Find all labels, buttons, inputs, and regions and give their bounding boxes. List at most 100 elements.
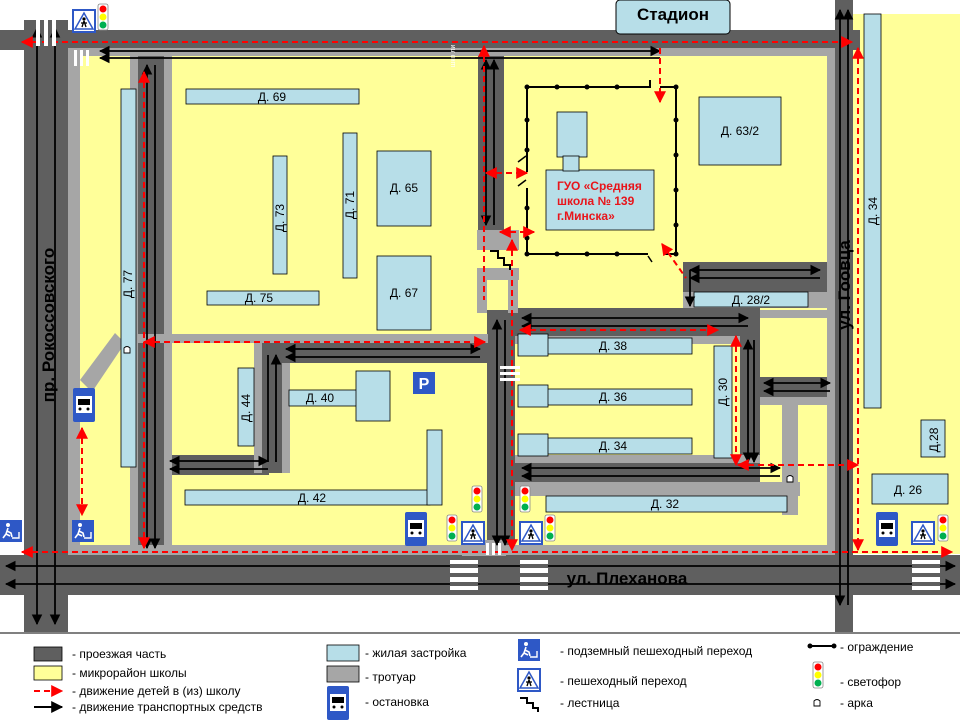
crosswalk-markings [36, 20, 940, 590]
legend-swatch-sidewalk [326, 665, 360, 683]
label-building-28-2: Д. 28/2 [732, 293, 770, 307]
arch-icon [813, 699, 821, 707]
label-building-67: Д. 67 [390, 286, 418, 300]
arch-icon [123, 346, 131, 354]
crosswalk-zebra [520, 560, 548, 590]
traffic-flow [4, 8, 957, 626]
street-gorovtsa-label: ул. Гоовца [835, 240, 854, 330]
stadium-label: Стадион [637, 5, 709, 24]
label-building-42: Д. 42 [298, 491, 326, 505]
legend-traffic-light: - светофор [840, 675, 901, 689]
label-building-28: Д.28 [927, 427, 941, 452]
crosswalk-zebra [912, 560, 940, 590]
crosswalk-zebra [36, 20, 56, 46]
stairs-icon [490, 250, 511, 270]
legend-traffic: - движение транспортных средств [72, 700, 263, 714]
traffic-light-icon [937, 514, 949, 542]
building-32 [545, 495, 788, 513]
school-building [545, 169, 655, 231]
street-labels: пр. Рокоссовского ул. Плеханова ул. Гоов… [39, 45, 854, 588]
traffic-light-icon [471, 485, 483, 513]
building-77 [120, 88, 137, 468]
label-building-63-2: Д. 63/2 [721, 124, 759, 138]
pedestrian-crossing-icon [519, 521, 543, 545]
underpass-icon [0, 519, 23, 543]
svg-text:P: P [419, 376, 430, 393]
underpass-icon [517, 638, 541, 662]
legend-swatch-district [33, 665, 63, 681]
legend-housing: - жилая застройка [365, 646, 467, 660]
bus-stop-icon [327, 686, 349, 720]
legend-stairs: - лестница [560, 696, 620, 710]
traffic-light-icon [544, 514, 556, 542]
traffic-light-icon [812, 661, 824, 689]
label-building-32: Д. 32 [651, 497, 679, 511]
buildings [120, 13, 949, 513]
label-building-34-vertical: Д. 34 [866, 197, 880, 225]
legend-bus-stop: - остановка [365, 695, 429, 709]
label-building-38: Д. 38 [599, 339, 627, 353]
crosswalk-zebra [74, 50, 89, 66]
building-28 [920, 419, 946, 458]
legend-underpass: - подземный пешеходный переход [560, 644, 752, 658]
legend-fence: - ограждение [840, 640, 914, 654]
legend-arch: - арка [840, 696, 873, 710]
label-building-40: Д. 40 [306, 391, 334, 405]
traffic-light-icon [97, 3, 109, 31]
label-building-30: Д. 30 [716, 378, 730, 406]
svg-text:ГУО «Средняя: ГУО «Средняя [557, 179, 642, 193]
legend-child-route: - движение детей в (из) школу [72, 684, 240, 698]
arch-icon [786, 475, 794, 483]
stadium: Стадион [615, 0, 731, 35]
building-67 [376, 255, 432, 331]
street-plekhanova-label: ул. Плеханова [567, 569, 688, 588]
label-building-36: Д. 36 [599, 390, 627, 404]
legend-crossing: - пешеходный переход [560, 674, 687, 688]
crosswalk-zebra [486, 543, 501, 555]
label-building-65: Д. 65 [390, 181, 418, 195]
building-65 [376, 150, 432, 227]
bus-stop-icon [405, 512, 427, 546]
traffic-light-icon [519, 485, 531, 513]
label-building-73: Д. 73 [273, 204, 287, 232]
building-75 [206, 290, 320, 306]
building-labels: Д. 69 Д. 73 Д. 71 Д. 65 Д. 67 Д. 75 Д. 7… [121, 90, 941, 511]
fence-icon [807, 643, 837, 649]
building-69 [185, 88, 360, 105]
parking-icon: P [413, 372, 435, 394]
label-building-71: Д. 71 [343, 191, 357, 219]
street-rokossovsky-label: пр. Рокоссовского [39, 248, 58, 403]
building-34-vertical [863, 13, 882, 409]
bus-stop-icon [73, 388, 95, 422]
legend-district: - микрорайон школы [72, 666, 187, 680]
pedestrian-crossing-icon [72, 9, 96, 33]
building-71 [342, 132, 358, 279]
label-building-75: Д. 75 [245, 291, 273, 305]
legend-swatch-roadway [33, 646, 63, 662]
building-26 [871, 473, 949, 505]
legend-swatch-housing [326, 644, 360, 662]
crosswalk-zebra [500, 366, 520, 381]
stairs-icon [520, 697, 539, 712]
svg-text:г.Минска»: г.Минска» [557, 209, 615, 223]
building-63-2 [698, 96, 782, 166]
crosswalk-zebra [450, 560, 478, 590]
svg-text:школа № 139: школа № 139 [557, 194, 635, 208]
bus-stop-icon [876, 512, 898, 546]
small-vertical-text: шко ли [450, 45, 457, 68]
pedestrian-crossing-icon [911, 521, 935, 545]
pedestrian-crossing-icon [517, 668, 541, 692]
legend-roadway: - проезжая часть [72, 647, 166, 661]
label-building-44: Д. 44 [239, 394, 253, 422]
traffic-light-icon [446, 514, 458, 542]
school-fence [517, 80, 679, 263]
label-building-69: Д. 69 [258, 90, 286, 104]
legend: - проезжая часть - микрорайон школы - дв… [0, 632, 960, 720]
building-44 [237, 367, 255, 447]
school-label: ГУО «Средняя школа № 139 г.Минска» [557, 179, 642, 223]
pedestrian-crossing-icon [461, 521, 485, 545]
label-building-26: Д. 26 [894, 483, 922, 497]
building-73 [272, 155, 288, 275]
label-building-34: Д. 34 [599, 439, 627, 453]
